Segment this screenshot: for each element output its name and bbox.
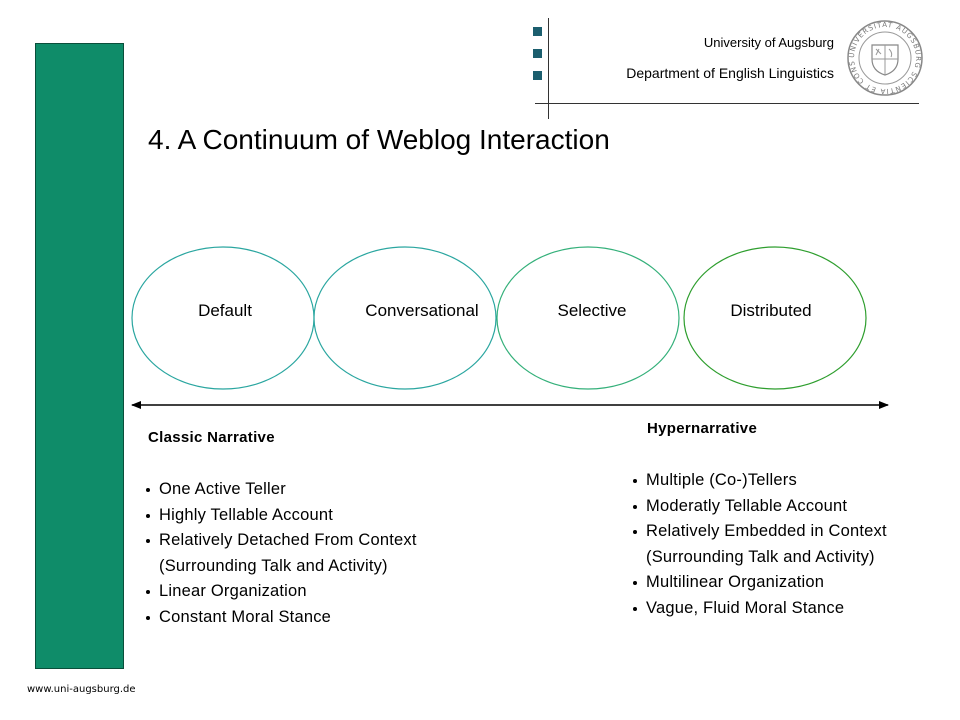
bullet-icon <box>633 530 637 534</box>
list-item: Vague, Fluid Moral Stance <box>633 596 887 622</box>
list-item-text: Relatively Detached From Context <box>159 531 417 549</box>
header-horizontal-rule <box>535 103 919 104</box>
list-item: Constant Moral Stance <box>146 605 417 631</box>
list-item-text: Highly Tellable Account <box>159 505 333 524</box>
university-name: University of Augsburg <box>703 35 834 50</box>
header-square-2 <box>533 49 542 58</box>
list-item-text: Linear Organization <box>159 582 307 600</box>
bullet-icon <box>146 513 150 518</box>
list-item: (Surrounding Talk and Activity) <box>146 554 417 580</box>
header-vertical-rule <box>548 18 549 119</box>
list-item: Relatively Embedded in Context <box>633 519 887 545</box>
header-square-1 <box>533 27 542 36</box>
list-item-text: (Surrounding Talk and Activity) <box>159 556 388 575</box>
list-item: Multilinear Organization <box>633 570 887 596</box>
bullet-icon <box>633 504 637 509</box>
list-item: Multiple (Co-)Tellers <box>633 468 887 494</box>
department-name: Department of English Linguistics <box>626 65 834 81</box>
list-item-text: Relatively Embedded in Context <box>646 522 887 540</box>
sidebar-bar <box>35 43 124 669</box>
classic-narrative-heading: Classic Narrative <box>148 429 275 446</box>
header-square-3 <box>533 71 542 80</box>
list-item: Highly Tellable Account <box>146 503 417 529</box>
list-item: Moderatly Tellable Account <box>633 494 887 520</box>
list-item: Linear Organization <box>146 579 417 605</box>
stage-oval-conversational <box>313 246 497 390</box>
hypernarrative-heading: Hypernarrative <box>647 420 758 437</box>
bullet-icon <box>146 539 150 543</box>
list-item: One Active Teller <box>146 477 417 503</box>
stage-label-conversational: Conversational <box>365 301 478 320</box>
list-item-text: (Surrounding Talk and Activity) <box>646 547 875 566</box>
bullet-icon <box>146 590 150 594</box>
bullet-icon <box>633 581 637 585</box>
list-item-text: Moderatly Tellable Account <box>646 496 848 515</box>
slide-title: 4. A Continuum of Weblog Interaction <box>148 124 610 155</box>
stage-oval-selective <box>496 246 680 390</box>
stage-label-distributed: Distributed <box>730 301 811 320</box>
stage-oval-distributed <box>683 246 867 390</box>
university-seal-logo: UNIVERSITAT AUGSBURG SCIENTIA ET CONSCIE… <box>846 19 923 96</box>
list-item: Relatively Detached From Context <box>146 528 417 554</box>
list-item-text: One Active Teller <box>159 480 286 498</box>
list-item-text: Constant Moral Stance <box>159 607 332 626</box>
list-item-text: Multilinear Organization <box>646 573 825 591</box>
list-item-text: Vague, Fluid Moral Stance <box>646 598 845 617</box>
list-item-text: Multiple (Co-)Tellers <box>646 471 797 489</box>
bullet-icon <box>633 606 637 611</box>
footer-url[interactable]: www.uni-augsburg.de <box>27 684 136 695</box>
bullet-icon <box>146 488 150 492</box>
bullet-icon <box>633 479 637 483</box>
stage-label-default: Default <box>198 301 252 320</box>
list-item: (Surrounding Talk and Activity) <box>633 545 887 571</box>
bullet-icon <box>146 615 150 620</box>
stage-label-selective: Selective <box>558 301 627 320</box>
